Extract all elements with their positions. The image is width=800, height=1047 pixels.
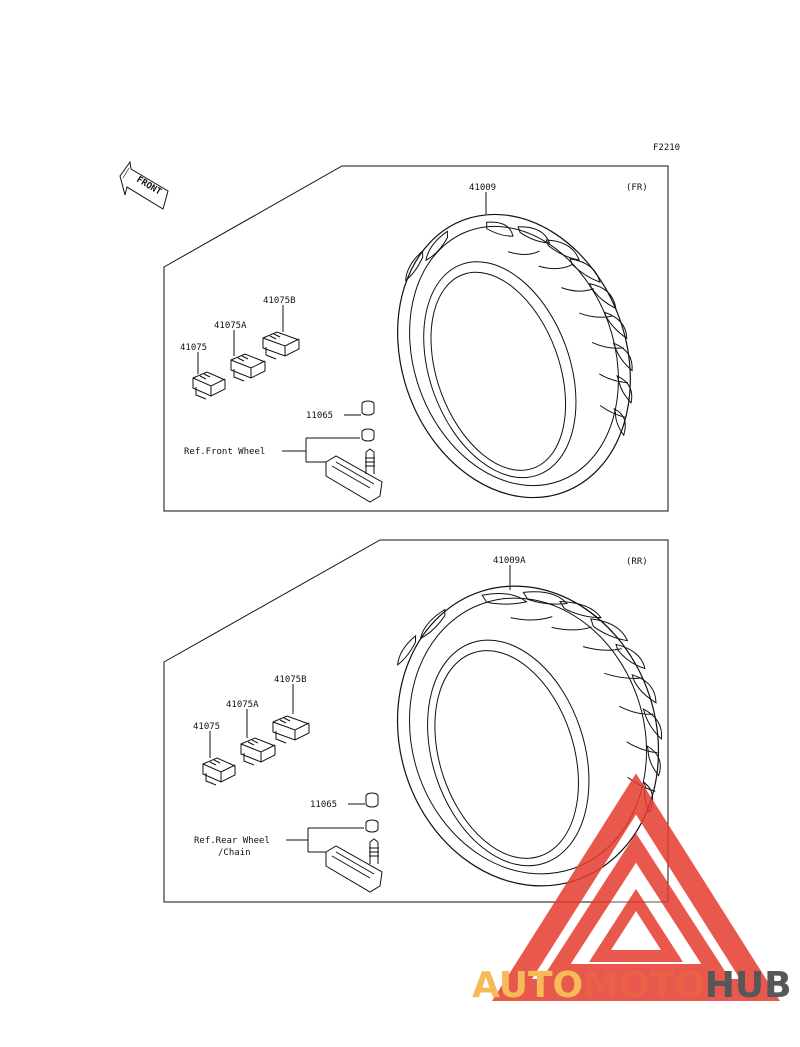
rear-ref-leader bbox=[286, 827, 364, 853]
front-ref-note: Ref.Front Wheel bbox=[184, 447, 265, 457]
front-valve-cap bbox=[344, 400, 375, 416]
front-weight-41075-label: 41075 bbox=[180, 343, 207, 353]
front-tire-part-label: 41009 bbox=[469, 183, 496, 193]
watermark-text: AUTOMOTOHUB bbox=[472, 965, 792, 1006]
watermark-moto: MOTO bbox=[583, 965, 705, 1006]
rear-valve bbox=[325, 819, 383, 893]
watermark-auto: AUTO bbox=[472, 965, 583, 1006]
rear-section-tag: (RR) bbox=[626, 557, 648, 567]
front-weight-41075a bbox=[230, 330, 266, 382]
watermark-hub: HUB bbox=[705, 965, 792, 1006]
rear-weight-41075a-label: 41075A bbox=[226, 700, 259, 710]
rear-ref-note-line2: /Chain bbox=[218, 848, 251, 858]
rear-weight-41075b bbox=[272, 684, 310, 744]
rear-weight-41075 bbox=[202, 731, 236, 786]
rear-weight-41075a bbox=[240, 709, 276, 766]
front-tire bbox=[397, 213, 633, 499]
rear-weight-41075-label: 41075 bbox=[193, 722, 220, 732]
front-section-tag: (FR) bbox=[626, 183, 648, 193]
front-direction-arrow: FRONT bbox=[119, 160, 169, 210]
front-valve bbox=[325, 428, 383, 503]
rear-tire-part-label: 41009A bbox=[493, 556, 526, 566]
front-weight-41075b bbox=[262, 305, 300, 360]
front-weight-41075a-label: 41075A bbox=[214, 321, 247, 331]
front-ref-leader bbox=[282, 437, 360, 463]
rear-valve-cap-label: 11065 bbox=[310, 800, 337, 810]
rear-ref-note-line1: Ref.Rear Wheel bbox=[194, 836, 270, 846]
front-weight-41075b-label: 41075B bbox=[263, 296, 296, 306]
automotohub-watermark-logo: AUTOMOTOHUB bbox=[472, 773, 792, 1006]
rear-panel: (RR) bbox=[163, 539, 669, 903]
rear-tire bbox=[396, 585, 663, 887]
diagram-code: F2210 bbox=[653, 143, 680, 153]
rear-valve-cap bbox=[348, 792, 379, 808]
front-valve-cap-label: 11065 bbox=[306, 411, 333, 421]
rear-weight-41075b-label: 41075B bbox=[274, 675, 307, 685]
front-weight-41075 bbox=[192, 352, 226, 400]
front-panel: (FR) bbox=[163, 165, 669, 512]
